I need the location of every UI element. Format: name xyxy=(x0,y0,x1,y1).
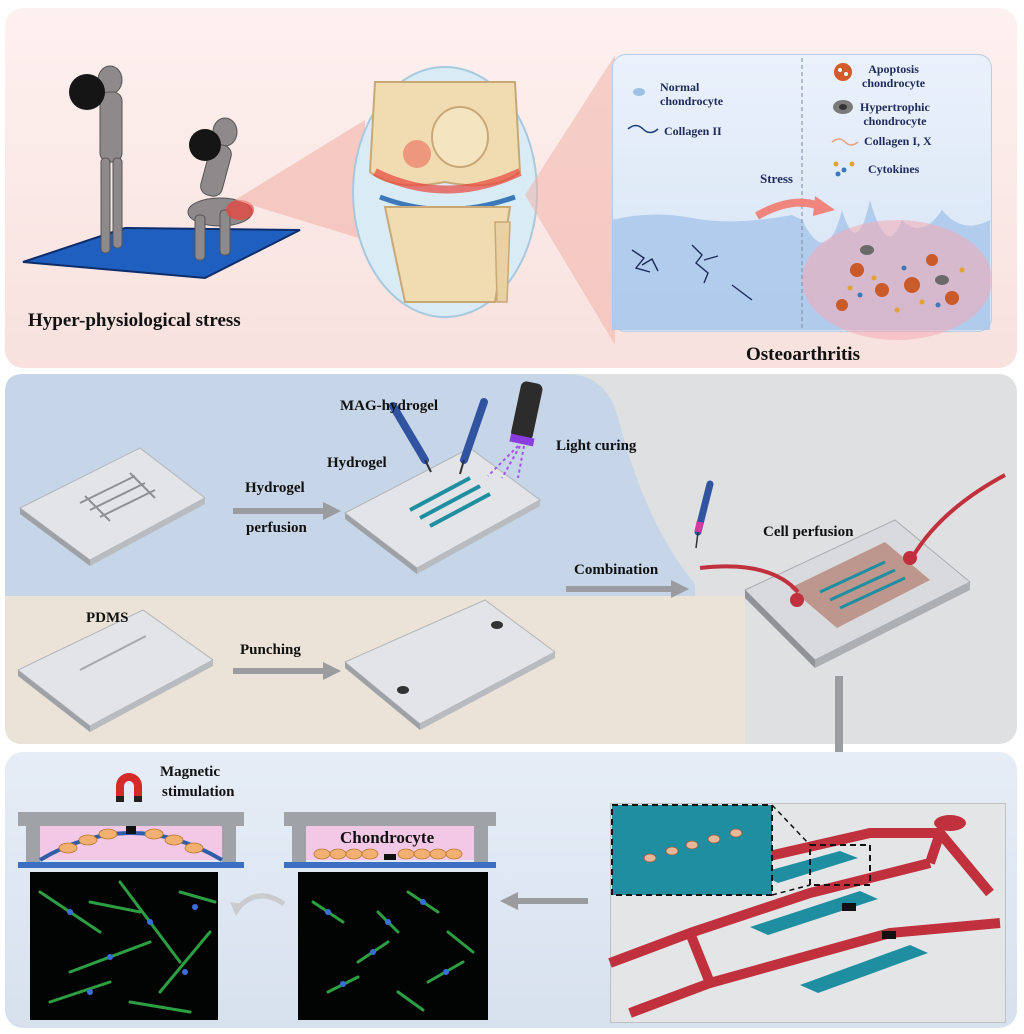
perfusion-tubing xyxy=(699,473,1006,594)
micrograph-stimulated-cells xyxy=(38,880,217,1014)
syringe-cell-perfusion xyxy=(694,480,714,549)
micrograph-control-cells xyxy=(311,890,475,1012)
arrow-hydrogel-perfusion xyxy=(233,502,341,520)
label-hydrogel: Hydrogel xyxy=(327,455,387,471)
label-pdms: PDMS xyxy=(86,610,129,626)
inset-divider xyxy=(801,58,803,328)
stimulated-chamber xyxy=(18,812,244,868)
legend-collagen-ii: Collagen II xyxy=(664,124,722,138)
squat-figures-illustration xyxy=(22,65,301,280)
chondrocyte-chamber xyxy=(284,812,496,868)
hydrogel-filled-chip xyxy=(344,447,541,574)
syringe-hydrogel xyxy=(389,402,432,473)
magnet-icon xyxy=(116,773,142,802)
exercise-mat xyxy=(22,226,301,280)
legend-normal-chondrocyte: Normal chondrocyte xyxy=(660,80,724,108)
arrow-combination xyxy=(566,580,689,598)
label-magnetic-1: Magnetic xyxy=(160,764,220,780)
micrograph-stimulated xyxy=(30,872,218,1020)
micrograph-control xyxy=(298,872,488,1020)
zoom-cone xyxy=(525,55,615,345)
pdms-chip-plain xyxy=(17,609,214,732)
knee-joint-illustration xyxy=(352,66,538,318)
weight-ball xyxy=(189,129,221,161)
stress-arrow xyxy=(755,196,835,220)
legend-collagen-ix: Collagen I, X xyxy=(864,134,932,148)
caption-hyper-physiological-stress: Hyper-physiological stress xyxy=(28,310,241,331)
collagen-ix-icon xyxy=(831,138,859,146)
label-magnetic-2: stimulation xyxy=(162,784,235,800)
weight-ball xyxy=(69,74,105,110)
pdms-chip-punched xyxy=(344,599,556,730)
normal-chondrocyte-icon xyxy=(633,88,645,96)
stress-label: Stress xyxy=(760,171,793,186)
label-punching: Punching xyxy=(240,642,301,658)
label-hydrogel-perfusion-2: perfusion xyxy=(246,520,307,536)
caption-osteoarthritis: Osteoarthritis xyxy=(746,344,860,365)
label-combination: Combination xyxy=(574,562,659,578)
cytokines-icon xyxy=(833,161,855,177)
arrow-punching xyxy=(233,662,341,680)
label-cell-perfusion: Cell perfusion xyxy=(763,524,854,540)
apoptosis-icon xyxy=(834,63,852,81)
arrow-left-to-micrograph xyxy=(500,892,588,910)
legend-hypertrophic: Hypertrophic chondrocyte xyxy=(860,100,930,128)
label-mag-hydrogel: MAG-hydrogel xyxy=(340,398,439,414)
light-curing-lamp xyxy=(487,381,543,479)
collagen-ii-icon xyxy=(627,124,659,134)
label-hydrogel-perfusion-1: Hydrogel xyxy=(245,480,305,496)
standing-figure xyxy=(97,65,123,254)
stress-cone xyxy=(235,120,365,240)
hypertrophic-icon xyxy=(833,100,853,114)
syringe-mag-hydrogel xyxy=(459,398,488,475)
label-chondrocyte: Chondrocyte xyxy=(340,828,435,847)
pdms-chip-channels xyxy=(19,447,206,566)
cartilage-tissue xyxy=(612,200,992,340)
curved-arrow xyxy=(230,893,286,916)
legend-apoptosis: Apoptosis chondrocyte xyxy=(862,62,926,90)
legend-cytokines: Cytokines xyxy=(868,162,920,176)
channel-network xyxy=(608,804,1001,1018)
knee-stress-glow xyxy=(226,200,254,220)
label-light-curing: Light curing xyxy=(556,438,637,454)
